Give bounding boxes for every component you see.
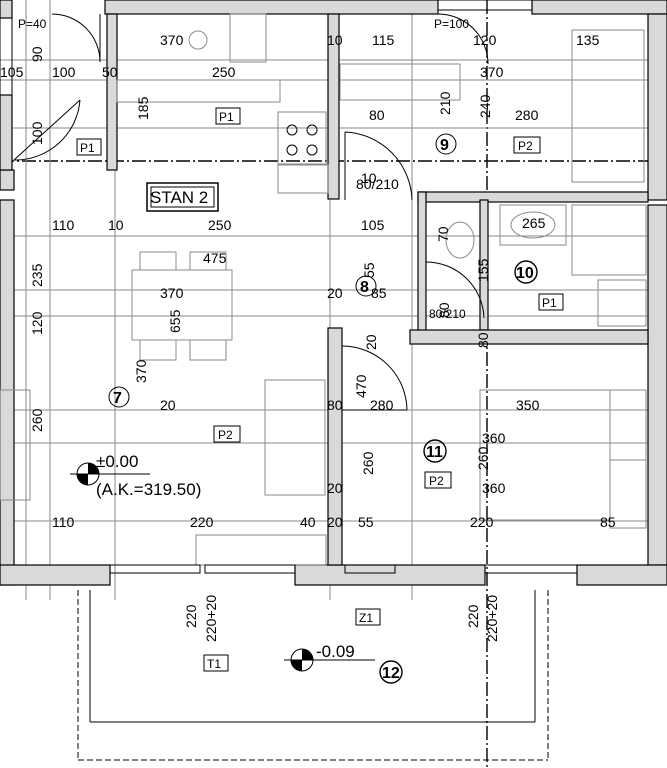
door-label: P=100 (434, 17, 469, 31)
dimension: 155 (475, 258, 491, 282)
dimension: 80 (475, 332, 491, 348)
floor-tag: T1 (207, 657, 221, 671)
dimension: 55 (358, 514, 374, 530)
dimension: 80 (327, 397, 343, 413)
dimension: 40 (300, 514, 316, 530)
dimension: 20 (160, 397, 176, 413)
dimension: 280 (370, 397, 394, 413)
dimension: 475 (203, 250, 227, 266)
dimension: 120 (473, 32, 497, 48)
dimension: 260 (475, 446, 491, 470)
dimension: 100 (29, 121, 45, 145)
floor-tag: P2 (218, 428, 233, 442)
dimension: 250 (208, 217, 232, 233)
door-label: 80/210 (429, 307, 466, 321)
floor-tag: P1 (80, 141, 95, 155)
floor-tag: P1 (542, 296, 557, 310)
dimension: 370 (160, 32, 184, 48)
dimension: 220 (465, 604, 481, 628)
dimension: 220+20 (484, 595, 500, 642)
dimension: 10 (327, 32, 343, 48)
dimension: 70 (435, 226, 451, 242)
dimension: 10 (361, 170, 377, 186)
dimension: 20 (363, 334, 379, 350)
dimension: 260 (360, 451, 376, 475)
dimension: 100 (52, 64, 76, 80)
dimension: 280 (515, 107, 539, 123)
floor-tag: P1 (219, 110, 234, 124)
apartment-label: STAN 2 (150, 188, 208, 207)
room-number: 9 (440, 137, 449, 154)
dimension: 370 (160, 285, 184, 301)
dimension: 80 (436, 302, 452, 318)
dimension: 220 (183, 604, 199, 628)
level-main-absolute: (A.K.=319.50) (96, 480, 201, 499)
furniture (0, 13, 647, 566)
dimension: 120 (29, 311, 45, 335)
dimension: 260 (29, 408, 45, 432)
dimension: 105 (0, 64, 24, 80)
dimension: 370 (480, 64, 504, 80)
room-number: 7 (113, 390, 122, 407)
dimension: 240 (477, 94, 493, 118)
dimension: 50 (102, 64, 118, 80)
dimension: 80 (369, 107, 385, 123)
dimension-labels-vertical: 90 185 210 240 100 70 155 235 55 120 655… (29, 46, 500, 642)
dimension: 235 (29, 263, 45, 287)
dimension: 220+20 (203, 595, 219, 642)
dimension: 85 (371, 285, 387, 301)
dimension: 360 (482, 480, 506, 496)
level-terrace: -0.09 (316, 642, 355, 661)
window-tag: Z1 (359, 611, 373, 625)
dimension: 185 (135, 96, 151, 120)
dimension: 80/210 (356, 176, 399, 192)
doors (13, 13, 489, 411)
dimension: 55 (361, 262, 377, 278)
dimension: 470 (353, 374, 369, 398)
dimension: 210 (437, 91, 453, 115)
floor-tag: P2 (429, 474, 444, 488)
terrace (77, 590, 549, 761)
tag-boxes (76, 107, 564, 672)
dimension: 110 (52, 514, 75, 530)
dimension: 265 (522, 215, 546, 231)
dimension: 20 (327, 514, 343, 530)
windows (0, 0, 578, 574)
room-number: 10 (516, 265, 534, 282)
dimension: 220 (190, 514, 214, 530)
dimension: 90 (29, 46, 45, 62)
dimension: 370 (133, 359, 149, 383)
dimension: 250 (212, 64, 236, 80)
room-number: 8 (360, 279, 369, 296)
dimension: 105 (361, 217, 385, 233)
dimension: 85 (600, 514, 616, 530)
dimension: 20 (327, 285, 343, 301)
level-marker-main (70, 462, 150, 486)
floor-tag: P2 (518, 139, 533, 153)
room-number: 11 (426, 444, 443, 461)
dimension: 655 (167, 309, 183, 333)
room-number: 12 (382, 665, 400, 682)
dimension: 115 (372, 32, 395, 48)
dimension: 135 (576, 32, 600, 48)
dimension: 10 (108, 217, 124, 233)
door-label: P=40 (18, 17, 47, 31)
dimension: 220 (470, 514, 494, 530)
level-marker-terrace (284, 648, 375, 672)
dimension: 360 (482, 430, 506, 446)
level-main: ±0.00 (96, 452, 138, 471)
dimension: 110 (52, 217, 75, 233)
dimension: 20 (327, 480, 343, 496)
room-number-circles (108, 133, 538, 684)
dimension: 350 (516, 397, 540, 413)
dimension-labels: 370 10 115 120 135 105 100 50 250 370 28… (0, 32, 616, 530)
